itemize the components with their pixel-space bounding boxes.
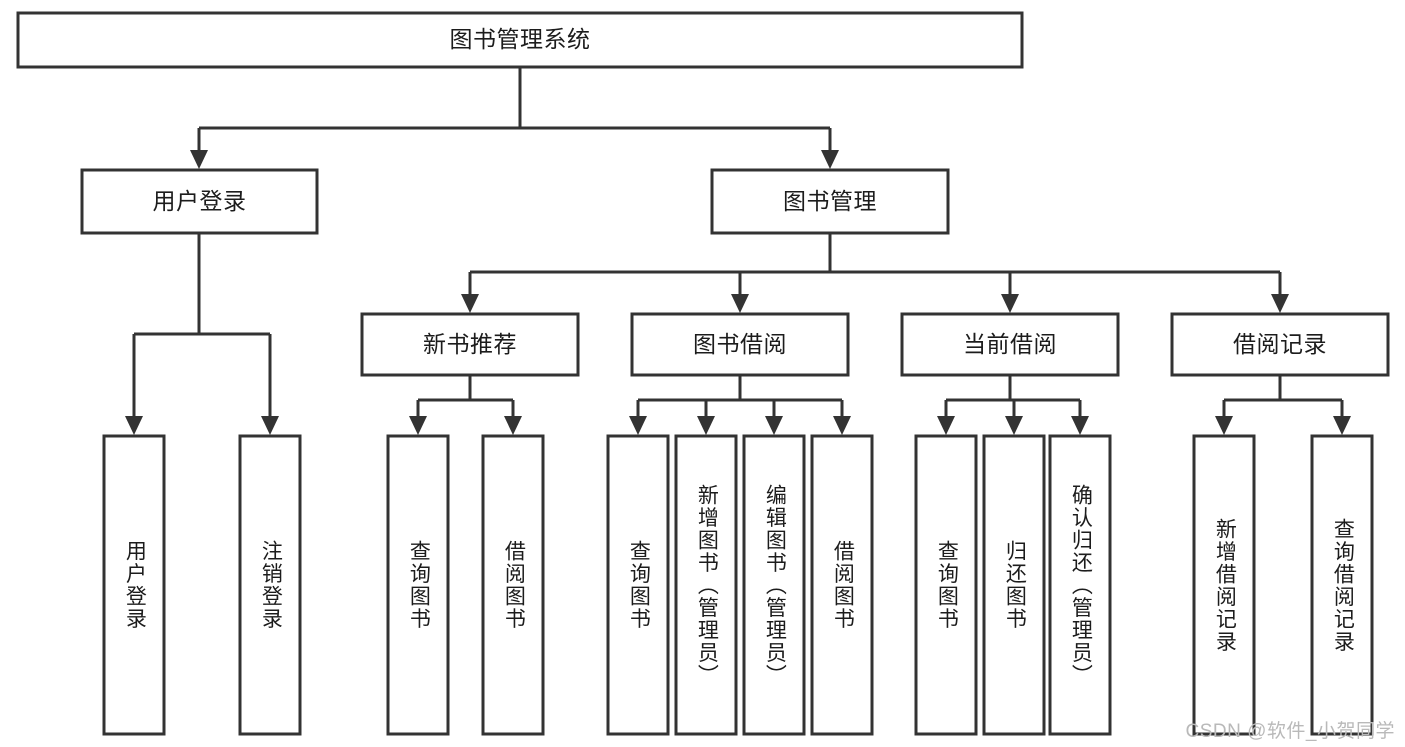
connector-borrowrecord-to-leaves <box>1215 375 1351 435</box>
node-box-leaf-current-2[interactable] <box>1048 434 1112 736</box>
arrow-head-leaf-borrow-0 <box>629 416 647 435</box>
node-box-leaf-current-0[interactable] <box>914 434 978 736</box>
node-box-leaf-record-0[interactable] <box>1192 434 1256 736</box>
node-box-current-borrow[interactable] <box>900 312 1120 377</box>
watermark-text: CSDN @软件_小贺同学 <box>1185 721 1395 742</box>
arrow-head-leaf-record-0 <box>1215 416 1233 435</box>
arrow-head-leaf-current-2 <box>1071 416 1089 435</box>
connector-userlogin-to-leaves <box>125 233 279 435</box>
node-box-new-book-recommend[interactable] <box>360 312 580 377</box>
arrow-head-book-borrow <box>731 294 749 313</box>
arrow-head-current-borrow <box>1001 294 1019 313</box>
node-box-borrow-record[interactable] <box>1170 312 1390 377</box>
node-box-leaf-recommend-1[interactable] <box>481 434 545 736</box>
arrow-head-new-book-recommend <box>461 294 479 313</box>
arrow-head-borrow-record <box>1271 294 1289 313</box>
node-box-book-management[interactable] <box>710 168 950 235</box>
arrow-head-leaf-borrow-2 <box>765 416 783 435</box>
arrow-head-leaf-record-1 <box>1333 416 1351 435</box>
arrow-head-leaf-recommend-1 <box>504 416 522 435</box>
node-box-leaf-borrow-0[interactable] <box>606 434 670 736</box>
arrow-head-leaf-borrow-3 <box>833 416 851 435</box>
connector-recommend-to-leaves <box>409 375 522 435</box>
node-box-leaf-record-1[interactable] <box>1310 434 1374 736</box>
arrow-head-user-login <box>190 150 208 169</box>
connector-bookborrow-to-leaves <box>629 375 851 435</box>
node-box-leaf-borrow-2[interactable] <box>742 434 806 736</box>
arrow-head-book-management <box>821 150 839 169</box>
node-box-leaf-borrow-1[interactable] <box>674 434 738 736</box>
arrow-head-leaf-borrow-1 <box>697 416 715 435</box>
arrow-head-leaf-recommend-0 <box>409 416 427 435</box>
arrow-head-leaf-current-0 <box>937 416 955 435</box>
node-box-root[interactable] <box>16 11 1024 69</box>
arrow-head-leaf-user-login-1 <box>261 416 279 435</box>
arrow-head-leaf-current-1 <box>1005 416 1023 435</box>
node-box-leaf-borrow-3[interactable] <box>810 434 874 736</box>
node-box-leaf-user-login-0[interactable] <box>102 434 166 736</box>
node-box-user-login[interactable] <box>80 168 319 235</box>
node-box-leaf-recommend-0[interactable] <box>386 434 450 736</box>
node-box-book-borrow[interactable] <box>630 312 850 377</box>
connector-root-to-level2 <box>190 67 839 169</box>
node-box-leaf-current-1[interactable] <box>982 434 1046 736</box>
connector-bookmgmt-to-level3 <box>461 233 1289 313</box>
arrow-head-leaf-user-login-0 <box>125 416 143 435</box>
node-box-leaf-user-login-1[interactable] <box>238 434 302 736</box>
connector-currentborrow-to-leaves <box>937 375 1089 435</box>
